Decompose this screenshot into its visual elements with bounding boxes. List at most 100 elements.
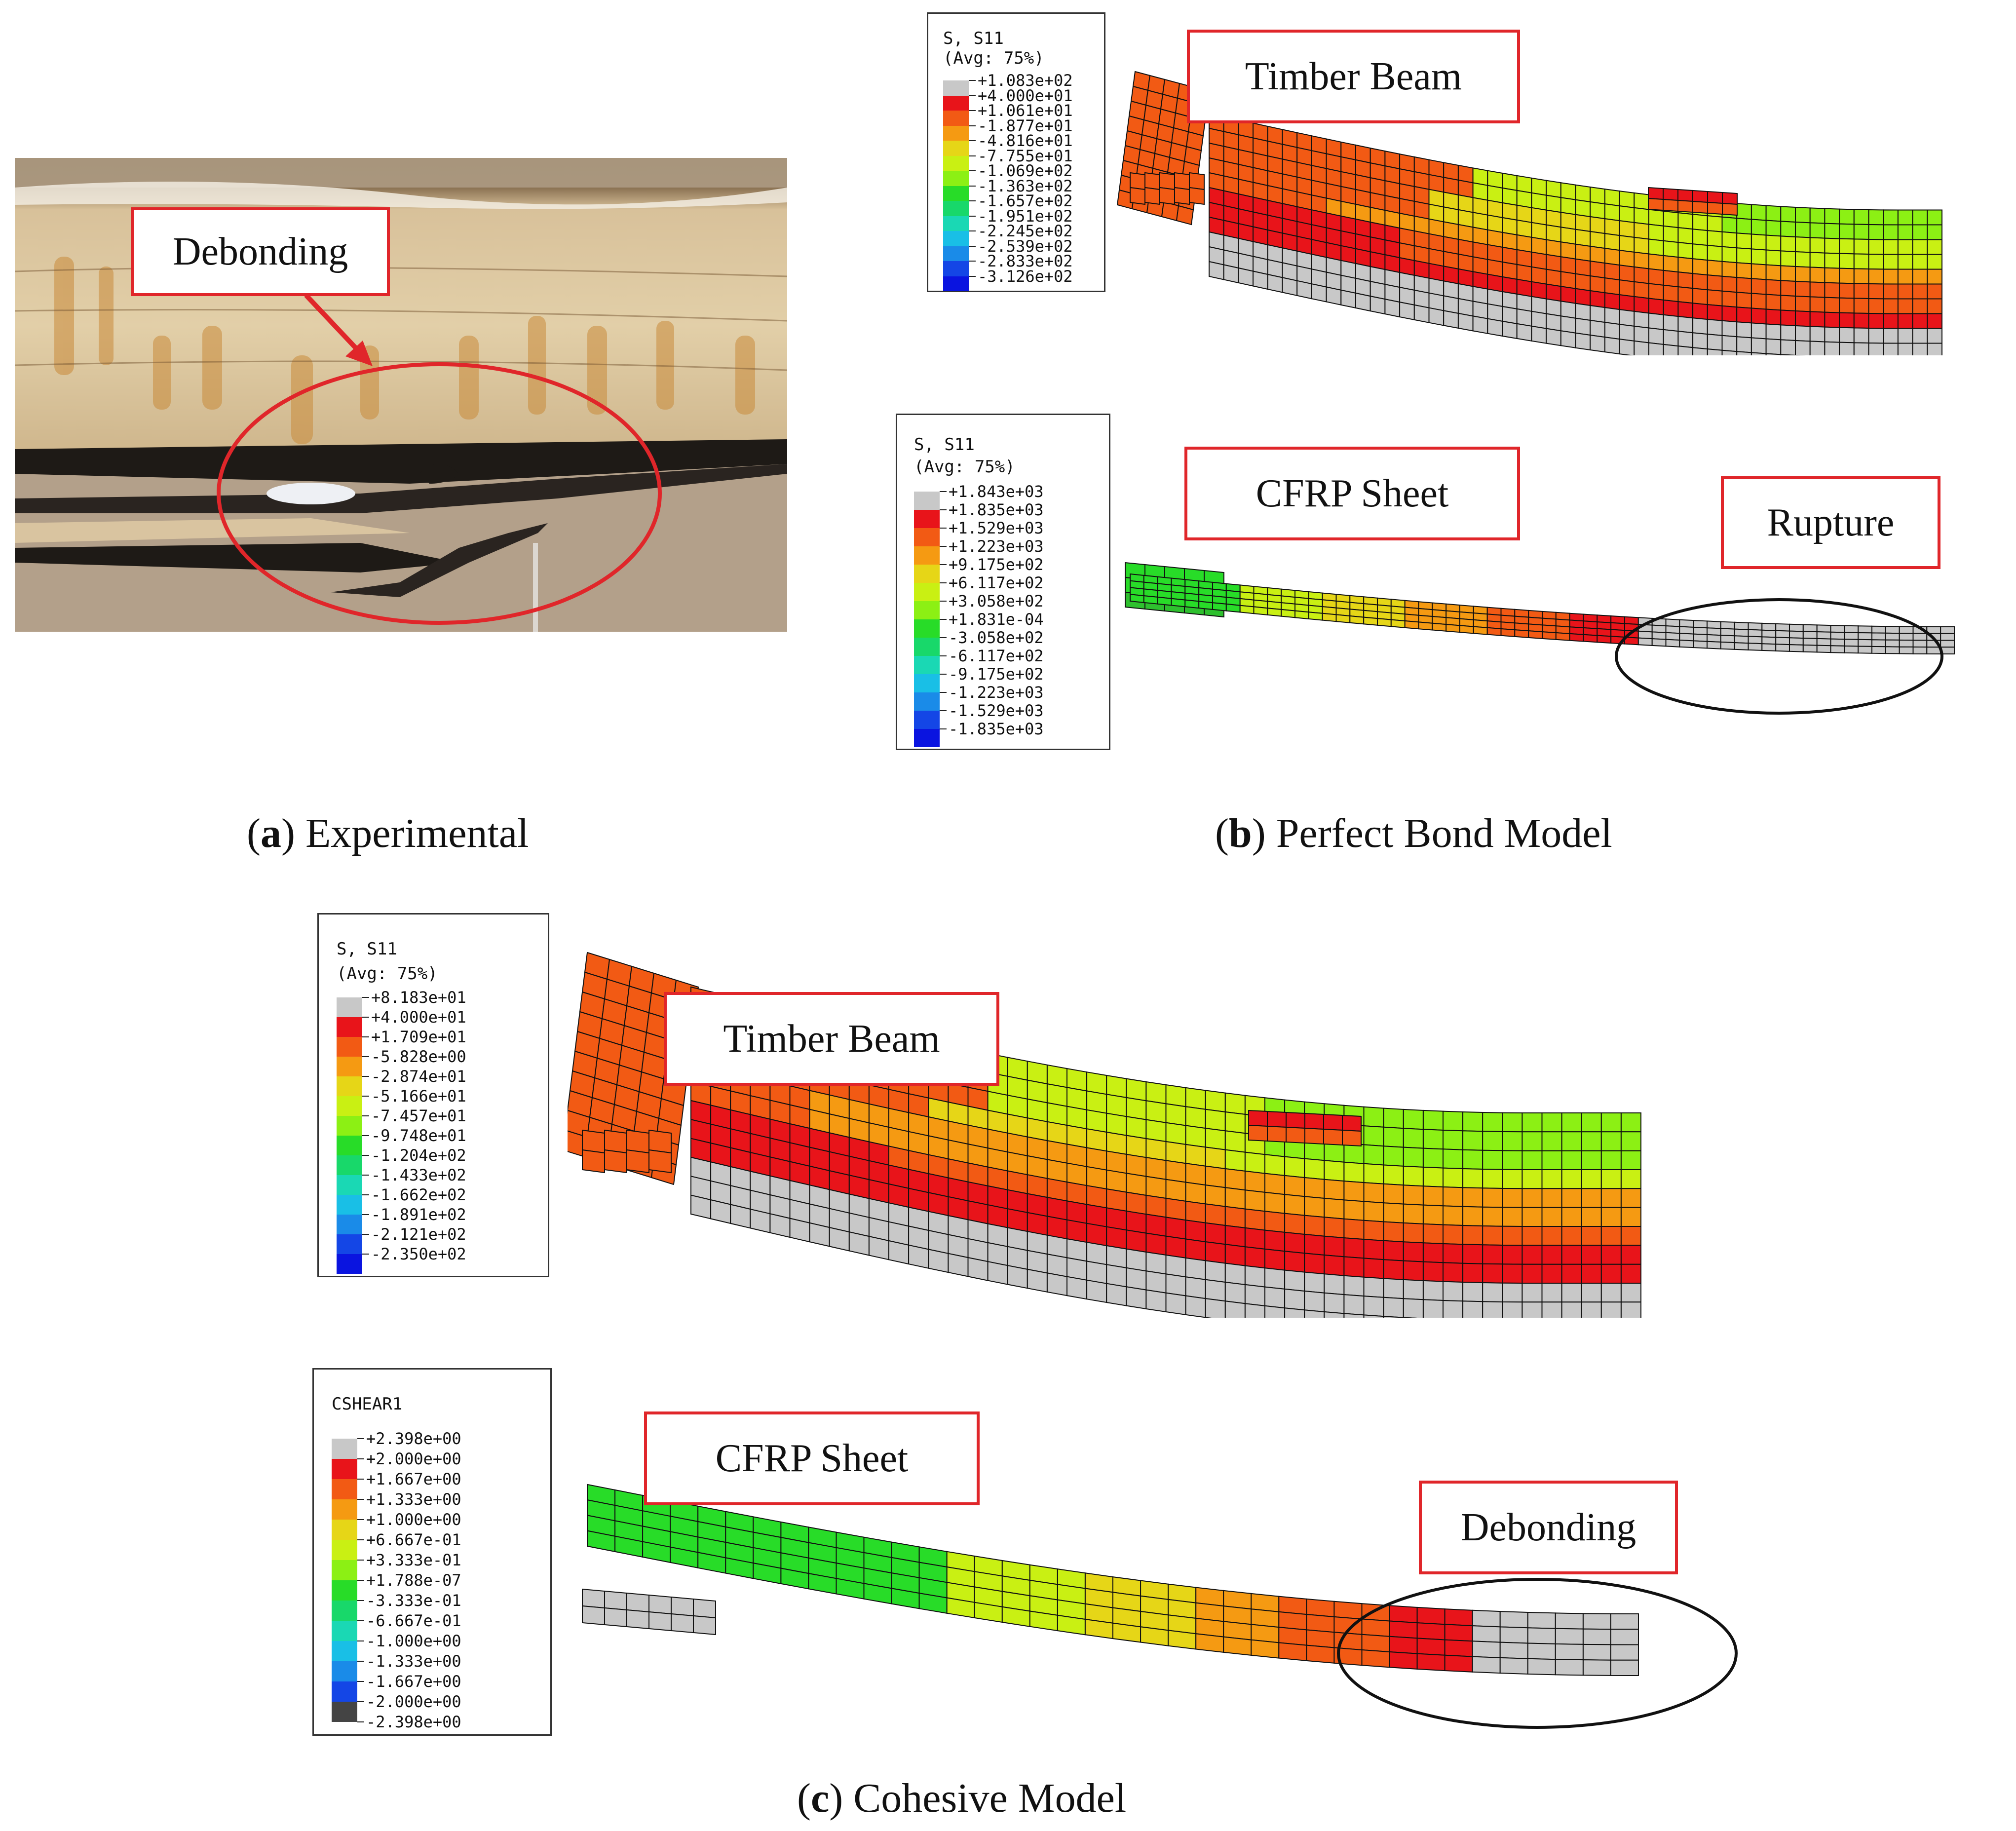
mesh-element [1432,622,1447,632]
mesh-element [1522,1301,1543,1318]
mesh-element [1462,1281,1483,1302]
mesh-element [1324,1235,1345,1258]
mesh-element [1581,1150,1602,1170]
mesh-element [1185,1200,1206,1223]
mesh-element [1736,232,1752,250]
legend-value: +8.183e+01 [371,988,466,1007]
legend-tick [362,1254,369,1255]
mesh-element [1383,1221,1404,1243]
legend-swatch [943,95,969,111]
mesh-element [1516,234,1532,253]
mesh-element [1560,197,1576,215]
mesh-element [1707,215,1723,232]
mesh-element [1734,628,1749,637]
mesh-element [1546,283,1561,302]
mesh-element [1046,1272,1067,1297]
mesh-element [1780,339,1796,355]
mesh-element [1883,268,1899,285]
mesh-element [1648,187,1664,200]
legend-value: -1.877e+01 [978,116,1073,135]
mesh-element [1403,1298,1424,1318]
mesh-element [1174,187,1190,205]
mesh-element [1853,298,1869,314]
legend-value: -2.833e+02 [978,252,1073,270]
mesh-element [1809,252,1826,268]
mesh-element [1462,1224,1483,1246]
mesh-element [1677,199,1693,213]
mesh-element [928,1249,949,1273]
mesh-element [1679,633,1694,642]
mesh-element [1707,641,1721,649]
mesh-element [1707,334,1723,351]
mesh-element [1619,234,1635,253]
mesh-element [1789,637,1804,646]
mesh-element [1634,296,1649,314]
legend-swatch [943,125,969,141]
legend-swatch [332,1681,357,1702]
mesh-element [1205,1090,1226,1113]
legend-value: -2.245e+02 [978,222,1073,240]
mesh-element [1590,201,1605,220]
mesh-element [1106,1188,1127,1212]
label-rupture-b: Rupture [1721,476,1940,569]
mesh-element [1531,325,1547,344]
legend-value: -9.175e+02 [949,665,1044,684]
legend-tick [940,619,947,620]
mesh-element [1868,209,1884,226]
mesh-element [1546,224,1561,243]
mesh-element [1185,1087,1206,1110]
mesh-element [1600,1245,1622,1265]
mesh-element [1927,224,1942,240]
mesh-element [1600,1188,1622,1208]
mesh-element [1106,1264,1127,1288]
mesh-element [1561,1207,1582,1227]
legend-tick [969,125,976,126]
mesh-element [1927,313,1942,329]
mesh-element [1130,594,1144,604]
mesh-element [868,1235,889,1260]
mesh-element [1600,1131,1622,1151]
mesh-element [1531,266,1547,285]
mesh-element [1883,283,1899,300]
mesh-element [1899,626,1914,634]
mesh-element [1473,626,1488,635]
mesh-element [1581,1112,1602,1133]
mesh-element [1883,254,1899,270]
mesh-element [1677,345,1694,355]
mesh-element [1830,625,1845,633]
mesh-element [1546,194,1561,213]
mesh-element [1665,632,1680,641]
legend-tick [357,1620,364,1621]
mesh-element [1750,322,1767,340]
mesh-element [1349,615,1365,625]
mesh-element [1839,297,1855,314]
mesh-element [1333,1601,1363,1620]
mesh-element [1528,630,1543,639]
mesh-element [1244,1170,1265,1193]
legend-tick [362,1056,369,1057]
mesh-element [1355,292,1371,312]
legend-tick [362,997,369,998]
mesh-element [1253,606,1268,616]
mesh-element [1443,1299,1464,1318]
mesh-element [1634,207,1649,225]
mesh-element [1663,329,1679,347]
mesh-element [1858,639,1872,647]
mesh-element [1789,623,1804,632]
mesh-element [1858,646,1872,654]
mesh-element [1721,335,1738,352]
mesh-element [1868,298,1884,314]
mesh-element [1830,638,1845,647]
mesh-element [1575,332,1591,351]
mesh-element [1765,234,1782,252]
legend-swatch [943,111,969,126]
mesh-element [1499,1611,1528,1629]
mesh-element [1775,623,1790,632]
mesh-element [1205,1241,1226,1264]
legend-tick [362,1076,369,1077]
label-timber-beam-b: Timber Beam [1187,30,1520,123]
mesh-element [1516,278,1532,297]
legend-swatch [337,1076,362,1096]
legend-swatch [914,492,940,510]
mesh-element [1541,1112,1562,1133]
